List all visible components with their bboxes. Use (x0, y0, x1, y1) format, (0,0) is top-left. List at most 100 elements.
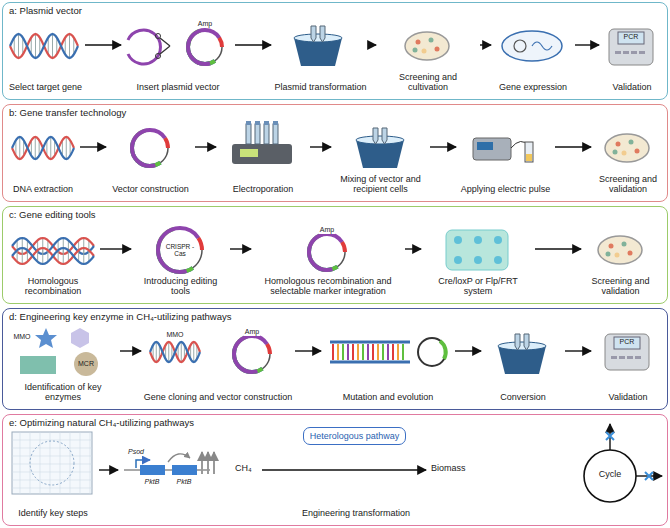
dna-strand (12, 137, 74, 159)
part-label: Biomass (430, 464, 467, 474)
plasmid-gene (188, 30, 222, 64)
block-mark (606, 432, 614, 440)
panel: a: Plasmid vectorSelect target geneInser… (2, 2, 668, 100)
grid-line (20, 432, 21, 494)
panel-title: a: Plasmid vector (9, 5, 82, 16)
step-caption: Mixing of vector and recipient cells (333, 175, 428, 195)
plasmid-gene (132, 130, 168, 166)
step-caption: Cycle (578, 470, 642, 480)
part-label: MMO (12, 333, 31, 341)
plasmid-gene (158, 228, 202, 272)
dna-strand (150, 342, 200, 362)
colony (416, 40, 421, 45)
dna-strand (12, 248, 94, 264)
process-step: Insert plasmid vector (123, 17, 233, 95)
plasmid-ring (188, 30, 222, 64)
screen (614, 337, 640, 349)
dna-rung (156, 342, 157, 362)
dna-rung (52, 34, 53, 58)
network-circle (30, 441, 74, 485)
process-step: Screening and cultivation (378, 17, 478, 95)
network-map (12, 432, 92, 494)
tube (311, 26, 316, 42)
part-label: Amp (197, 20, 213, 28)
step-caption: Validation (593, 393, 663, 403)
colony (628, 251, 633, 256)
colony (635, 149, 640, 154)
flow-arrow (480, 44, 491, 45)
enzyme-shape (35, 328, 57, 348)
dna-rung (19, 137, 20, 159)
flow-arrow (555, 146, 591, 147)
dna-strand (12, 238, 94, 254)
pulser (473, 138, 511, 160)
flow-arrow (575, 44, 599, 45)
process-step: DNA extraction (8, 119, 78, 197)
flow-arrow (310, 146, 331, 147)
step-caption: Gene expression (493, 83, 573, 93)
panel: d: Engineering key enzyme in CH₄-utilizi… (2, 308, 668, 410)
process-step: Homologous recombination (8, 221, 98, 299)
copy-arrow (168, 454, 190, 462)
grid-line (40, 432, 41, 494)
panel-title: c: Gene editing tools (9, 209, 96, 220)
part-label: MMO (165, 331, 184, 339)
dna-strand (12, 238, 94, 254)
step-caption: Vector construction (108, 185, 193, 195)
up-arrow (201, 452, 203, 474)
grid-line (12, 472, 92, 473)
rung (347, 344, 349, 360)
tube (373, 128, 378, 144)
process-step: Plasmid transformation (273, 17, 368, 95)
grid-line (80, 432, 81, 494)
plasmid-gene (440, 341, 446, 359)
step-caption: Mutation and evolution (323, 393, 453, 403)
tube (273, 124, 278, 144)
colony (609, 244, 614, 249)
rung (342, 344, 344, 360)
colony (616, 142, 621, 147)
flow-arrow (80, 146, 106, 147)
well (474, 236, 482, 244)
petri-dish (605, 134, 649, 162)
pathway-label: Heterologous pathway (310, 431, 400, 441)
flow-arrow (100, 248, 131, 249)
button (611, 356, 617, 359)
scissors (156, 54, 161, 59)
plasmid-gene (188, 30, 222, 64)
button (631, 51, 637, 54)
flow-arrow (230, 248, 251, 249)
panel: e: Optimizing natural CH₄-utilizing path… (2, 414, 668, 526)
enzyme-shape (74, 352, 98, 376)
process-step: Vector construction (108, 119, 193, 197)
plasmid-gene (188, 30, 222, 64)
rung (402, 344, 404, 360)
part-label: CRISPR -Cas (162, 243, 198, 257)
grid-line (70, 432, 71, 494)
flow-arrow (430, 146, 456, 147)
dna-rung (66, 137, 67, 159)
ice (498, 342, 546, 350)
rung (352, 344, 354, 360)
colony (613, 150, 618, 155)
well (494, 256, 502, 264)
plasmid-ring (309, 234, 345, 270)
ice (294, 34, 342, 42)
dna-rung (35, 137, 36, 159)
process-step: Electroporation (218, 119, 308, 197)
step-caption: Plasmid transformation (273, 83, 368, 93)
step-caption: Introducing editing tools (133, 277, 228, 297)
step-caption: Cre/loxP or Flp/FRT system (423, 277, 533, 297)
part-label: PktB (176, 478, 193, 486)
step-caption: Conversion (483, 393, 563, 403)
flow-arrow (535, 248, 581, 249)
part-label: Psod (127, 448, 145, 456)
plasmid-gene (234, 336, 270, 372)
panel-title: d: Engineering key enzyme in CH₄-utilizi… (9, 311, 232, 322)
dna-rung (18, 34, 19, 58)
plasmid-gene (309, 234, 345, 270)
display (240, 149, 258, 157)
flow-arrow (565, 350, 591, 351)
plasmid-ring (418, 338, 446, 366)
flow-arrow (455, 350, 481, 351)
